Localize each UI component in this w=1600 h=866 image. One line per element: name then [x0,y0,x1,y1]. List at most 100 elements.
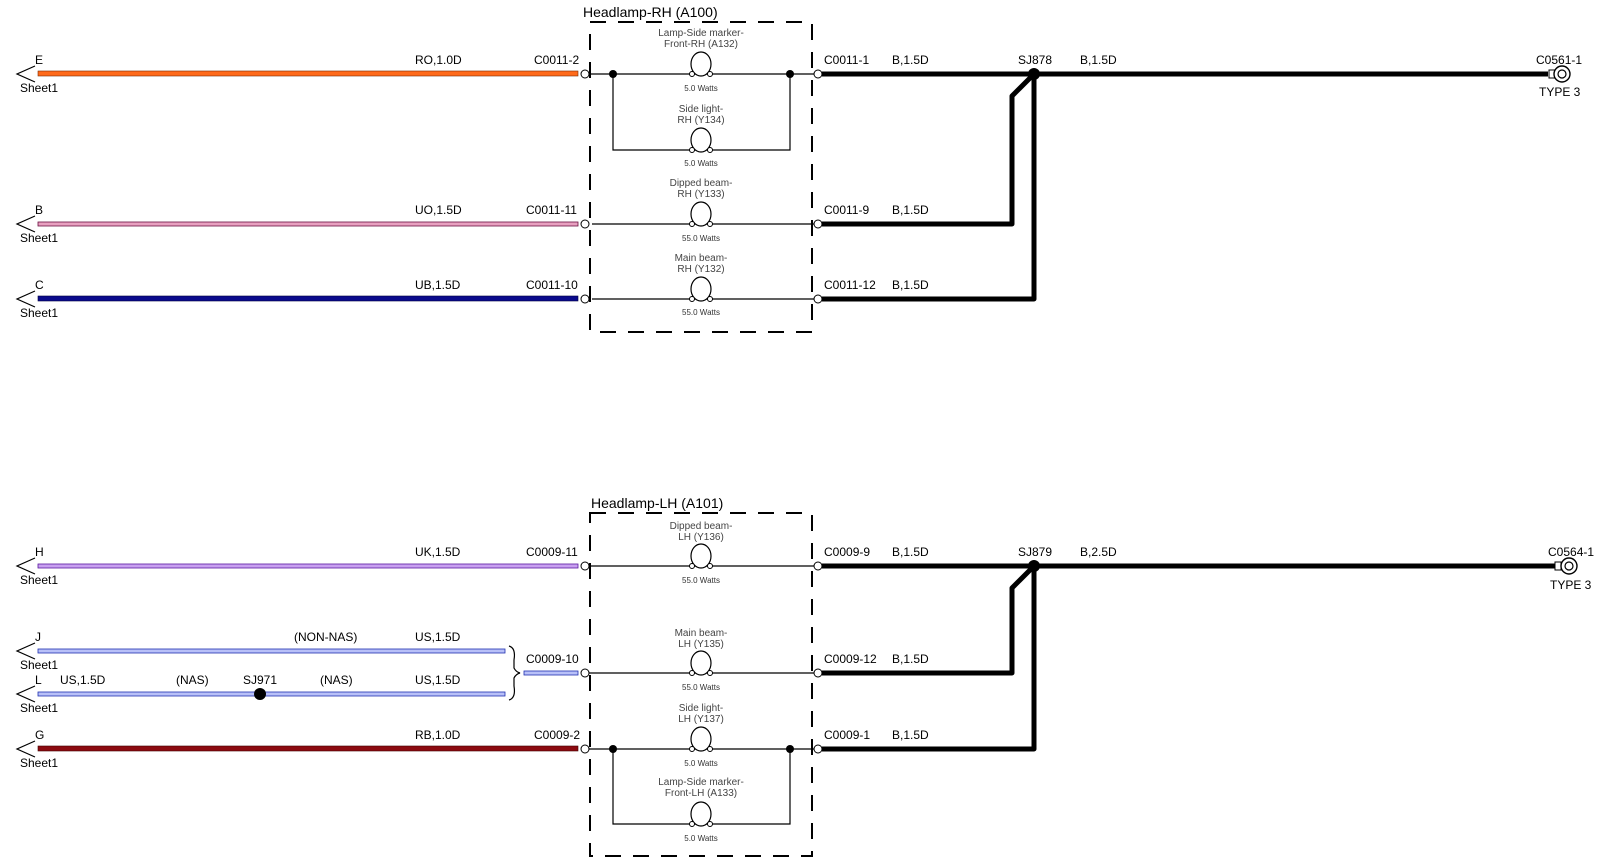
ground-connector-label: C0561-1 [1536,53,1582,67]
connector-label: C0009-10 [526,652,579,666]
lamp-watts: 55.0 Watts [682,308,720,317]
lamp-watts: 5.0 Watts [684,159,718,168]
lamp-side-light-lh[interactable]: Side light- LH (Y137) 5.0 Watts [678,703,724,768]
wire-c[interactable]: C Sheet1 UB,1.5D C0011-10 [15,278,579,320]
lamp-dipped-beam-rh[interactable]: Dipped beam- RH (Y133) 55.0 Watts [670,178,733,243]
lamp-name: Side light- [679,104,723,115]
sheet-ref[interactable]: Sheet1 [20,306,58,320]
connector-label: C0009-2 [534,728,580,742]
merge-brace [508,645,521,701]
junction-dot [786,745,794,753]
wire-spec: UO,1.5D [415,203,462,217]
wire-j[interactable]: J Sheet1 (NON-NAS) US,1.5D [15,630,506,672]
junction-dot [609,745,617,753]
connector-pin-icon [813,294,823,304]
wire-spec: US,1.5D [60,673,106,687]
wire-g[interactable]: G Sheet1 RB,1.0D C0009-2 [15,728,580,770]
wire-spec: RO,1.0D [415,53,462,67]
connector-pin-icon [580,668,590,678]
lamp-name: Dipped beam- [670,178,733,189]
splice-dot [254,688,266,700]
sheet-ref[interactable]: Sheet1 [20,658,58,672]
lamp-main-beam-lh[interactable]: Main beam- LH (Y135) 55.0 Watts [675,628,728,692]
sheet-ref[interactable]: Sheet1 [20,573,58,587]
lamp-id: RH (Y134) [677,115,724,126]
connector-label: C0009-11 [526,545,578,559]
wire-letter: J [35,630,41,644]
lamp-watts: 55.0 Watts [682,234,720,243]
wire-purple-red [37,221,579,227]
lamp-side-marker-lh[interactable]: Lamp-Side marker- Front-LH (A133) 5.0 Wa… [658,777,744,843]
wire-letter: G [35,728,44,742]
lamp-id: RH (Y133) [677,189,724,200]
wire-light-blue [523,670,579,676]
wire-l[interactable]: L Sheet1 US,1.5D (NAS) SJ971 (NAS) US,1.… [15,673,506,715]
ground-type: TYPE 3 [1550,578,1592,592]
connector-pin-icon [813,668,823,678]
bulb-icon [690,127,712,153]
wire-letter: B [35,203,43,217]
wire-spec: US,1.5D [415,673,461,687]
connector-label: C0011-1 [824,53,869,67]
lamp-name: Main beam- [675,628,728,639]
wire-letter: L [35,673,42,687]
bulb-icon [690,726,712,752]
wire-merge-j-l[interactable]: C0009-10 [508,645,579,701]
wire-note: (NAS) [176,673,209,687]
wire-light-blue [37,648,506,654]
bulb-icon [690,276,712,302]
lamp-watts: 5.0 Watts [684,759,718,768]
lamp-name: Main beam- [675,253,728,264]
ground-network-lh[interactable]: C0009-9 B,1.5D C0009-12 B,1.5D C0009-1 B… [822,545,1594,752]
connector-pin-icon [580,69,590,79]
splice-label: SJ879 [1018,545,1052,559]
connector-label: C0011-9 [824,203,869,217]
bulb-icon [690,201,712,227]
ground-network-rh[interactable]: C0011-1 B,1.5D C0011-9 B,1.5D C0011-12 B… [822,53,1582,302]
sheet-ref[interactable]: Sheet1 [20,81,58,95]
wire-spec: US,1.5D [415,630,461,644]
headlamp-rh-title: Headlamp-RH (A100) [583,4,718,20]
wire-letter: C [35,278,44,292]
offsheet-arrow-icon [15,290,36,308]
junction-dot [609,70,617,78]
wire-spec: UK,1.5D [415,545,461,559]
lamp-id: RH (Y132) [677,264,724,275]
wire-spec: RB,1.0D [415,728,461,742]
lamp-side-marker-rh[interactable]: Lamp-Side marker- Front-RH (A132) 5.0 Wa… [658,28,744,93]
offsheet-arrow-icon [15,65,36,83]
wire-b[interactable]: B Sheet1 UO,1.5D C0011-11 [15,203,579,245]
wire-note: (NON-NAS) [294,630,357,644]
wire-violet [37,563,579,569]
splice-label: SJ971 [243,673,277,687]
wire-spec: B,1.5D [892,278,929,292]
offsheet-arrow-icon [15,215,36,233]
connector-pin-icon [580,744,590,754]
lamp-name: Lamp-Side marker- [658,777,744,788]
sheet-ref[interactable]: Sheet1 [20,756,58,770]
connector-label: C0009-12 [824,652,877,666]
wire-h[interactable]: H Sheet1 UK,1.5D C0009-11 [15,545,579,587]
headlamp-rh-boundary [589,21,813,333]
offsheet-arrow-icon [15,740,36,758]
wire-spec: UB,1.5D [415,278,461,292]
wire-spec: B,1.5D [892,203,929,217]
lamp-side-light-rh[interactable]: Side light- RH (Y134) 5.0 Watts [677,104,724,168]
connector-pin-icon [813,561,823,571]
ground-terminal [1554,561,1562,571]
ground-type: TYPE 3 [1539,85,1581,99]
lamp-id: LH (Y137) [678,714,724,725]
wire-letter: E [35,53,43,67]
splice-label: SJ878 [1018,53,1052,67]
lamp-dipped-beam-lh[interactable]: Dipped beam- LH (Y136) 55.0 Watts [670,521,733,585]
connector-label: C0011-11 [526,203,577,217]
sheet-ref[interactable]: Sheet1 [20,231,58,245]
lamp-name: Lamp-Side marker- [658,28,744,39]
lamp-main-beam-rh[interactable]: Main beam- RH (Y132) 55.0 Watts [675,253,728,317]
junction-dot [786,70,794,78]
wire-spec: B,1.5D [1080,53,1117,67]
wire-e[interactable]: E Sheet1 RO,1.0D C0011-2 [15,53,579,95]
sheet-ref[interactable]: Sheet1 [20,701,58,715]
ground-connector-label: C0564-1 [1548,545,1594,559]
wire-orange [37,70,579,77]
